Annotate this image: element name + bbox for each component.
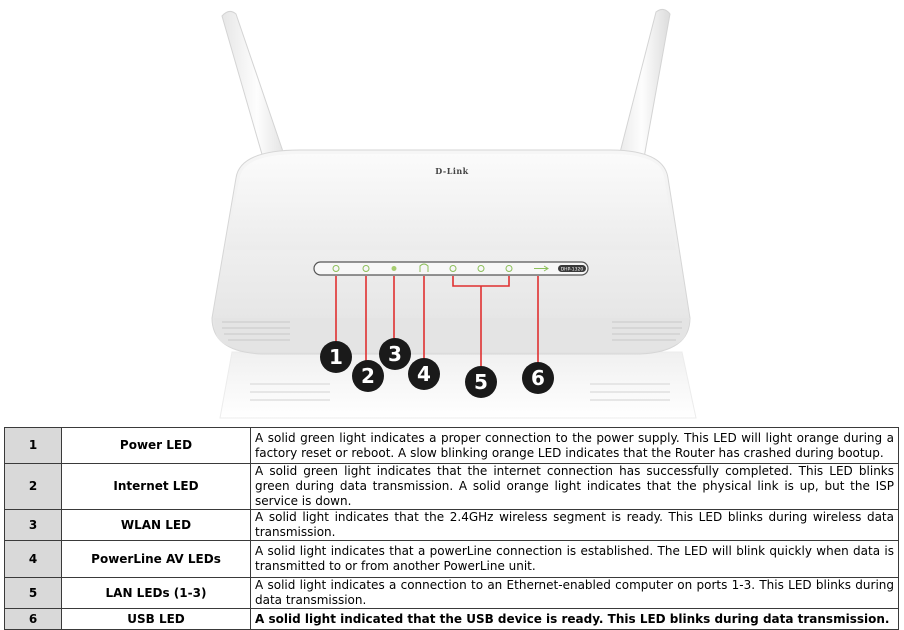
led-name: LAN LEDs (1-3): [61, 577, 251, 609]
callout-badge-1: 1: [320, 341, 352, 373]
led-name: USB LED: [61, 608, 251, 630]
svg-text:4: 4: [417, 362, 431, 386]
led-name: PowerLine AV LEDs: [61, 540, 251, 578]
router-figure: D-Link DHP-1320 1: [211, 8, 697, 419]
lan2-led-icon: [477, 265, 485, 272]
table-row: 3 WLAN LED A solid light indicates that …: [4, 509, 899, 541]
usb-led-icon: [534, 265, 549, 272]
svg-text:6: 6: [531, 366, 545, 390]
svg-text:1: 1: [329, 345, 343, 369]
callout-badge-5: 5: [465, 366, 497, 398]
table-row: 2 Internet LED A solid green light indic…: [4, 463, 899, 510]
led-description-table: 1 Power LED A solid green light indicate…: [4, 427, 899, 630]
led-panel: DHP-1320: [313, 261, 589, 276]
powerline-led-icon: [419, 263, 429, 272]
row-number: 1: [4, 427, 62, 464]
table-row: 4 PowerLine AV LEDs A solid light indica…: [4, 540, 899, 578]
led-description: A solid light indicated that the USB dev…: [250, 608, 899, 630]
brand-logo: D-Link: [435, 166, 468, 176]
svg-text:3: 3: [388, 342, 402, 366]
led-description: A solid green light indicates that the i…: [250, 463, 899, 510]
led-description: A solid light indicates a connection to …: [250, 577, 899, 609]
model-badge: [558, 265, 586, 272]
led-description: A solid green light indicates a proper c…: [250, 427, 899, 464]
internet-led-icon: [362, 265, 370, 272]
table-row: 5 LAN LEDs (1-3) A solid light indicates…: [4, 577, 899, 609]
led-name: Power LED: [61, 427, 251, 464]
wlan-led-icon: [391, 266, 397, 271]
row-number: 3: [4, 509, 62, 541]
callout-lines: [335, 276, 539, 368]
svg-text:5: 5: [474, 370, 488, 394]
callout-badge-4: 4: [408, 358, 440, 390]
row-number: 6: [4, 608, 62, 630]
callout-badge-2: 2: [352, 360, 384, 392]
power-led-icon: [332, 265, 340, 272]
lan1-led-icon: [449, 265, 457, 272]
model-badge-text: DHP-1320: [561, 267, 584, 273]
table-row: 1 Power LED A solid green light indicate…: [4, 427, 899, 464]
svg-text:2: 2: [361, 364, 375, 388]
router-illustration: D-Link DHP-1320 1: [211, 8, 697, 419]
row-number: 5: [4, 577, 62, 609]
row-number: 4: [4, 540, 62, 578]
router-stand: [219, 351, 697, 419]
led-name: WLAN LED: [61, 509, 251, 541]
right-antenna: [613, 8, 671, 181]
callout-badge-6: 6: [522, 362, 554, 394]
callout-badge-3: 3: [379, 338, 411, 370]
led-description: A solid light indicates that the 2.4GHz …: [250, 509, 899, 541]
lan3-led-icon: [505, 265, 513, 272]
led-name: Internet LED: [61, 463, 251, 510]
table-row: 6 USB LED A solid light indicated that t…: [4, 608, 899, 630]
led-description: A solid light indicates that a powerLine…: [250, 540, 899, 578]
router-body: [211, 149, 691, 355]
row-number: 2: [4, 463, 62, 510]
